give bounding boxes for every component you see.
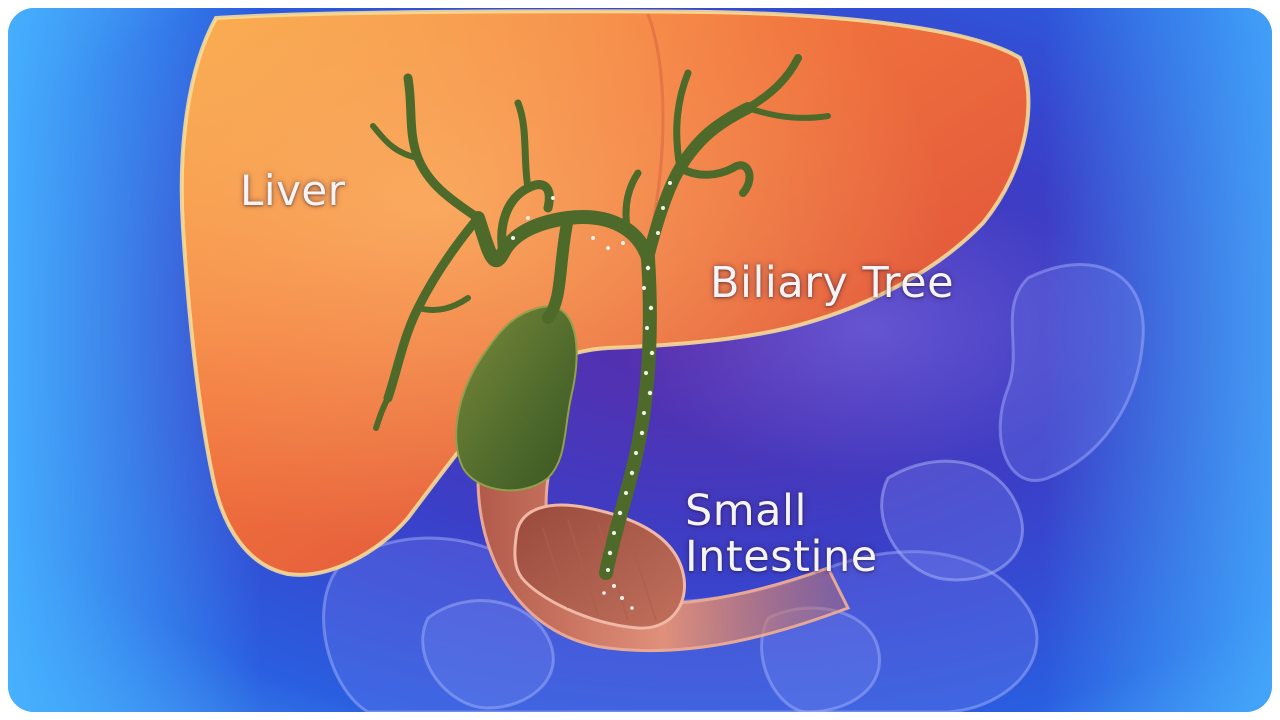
small-intestine-label: Small Intestine: [685, 488, 878, 581]
small-intestine: [476, 476, 851, 653]
bile-particles: [511, 181, 672, 610]
liver-label: Liver: [240, 166, 346, 215]
biliary-tree: [370, 54, 831, 580]
gallbladder: [455, 305, 578, 492]
biliary-tree-label: Biliary Tree: [710, 258, 955, 308]
small-intestine-label-line1: Small: [685, 486, 807, 536]
liver: [179, 9, 1031, 577]
small-intestine-label-line2: Intestine: [685, 532, 878, 583]
illustration-frame: Liver Biliary Tree Small Intestine: [8, 8, 1272, 712]
anatomy-illustration: [8, 8, 1272, 712]
